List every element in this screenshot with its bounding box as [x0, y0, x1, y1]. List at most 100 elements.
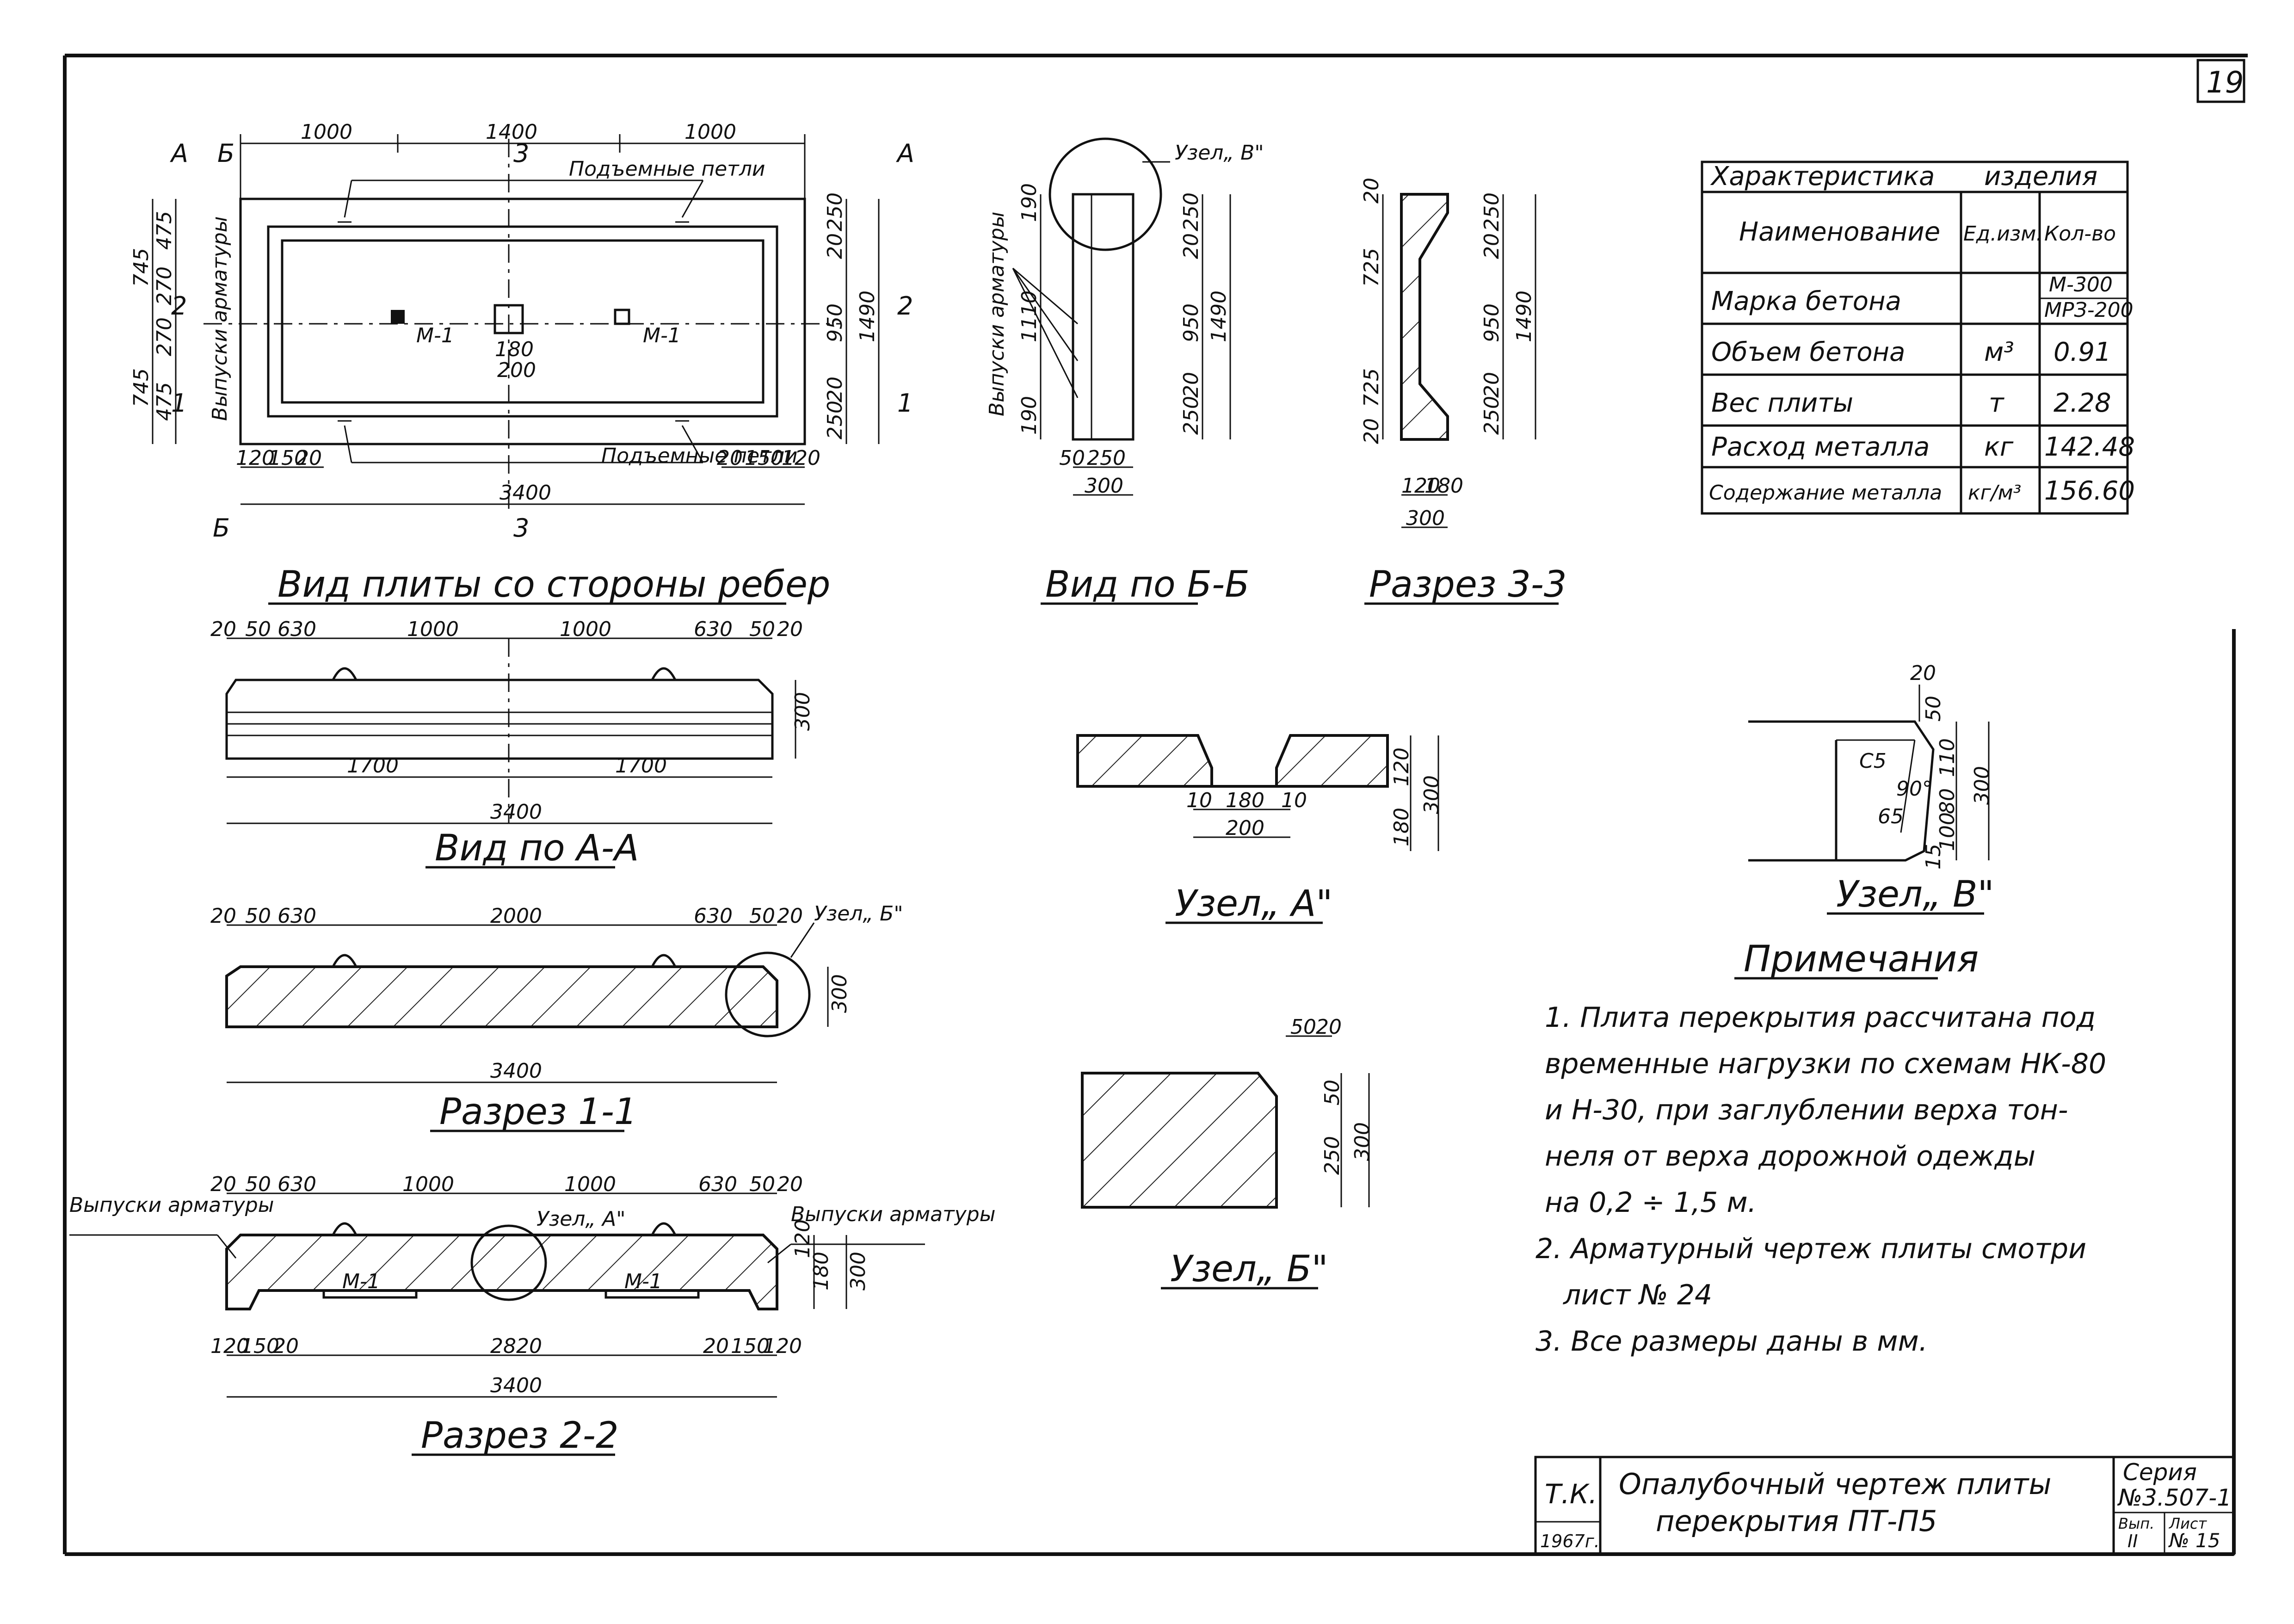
- view-aa-dim-top-3: 630: [278, 617, 316, 641]
- section-11-dim-top-2: 50: [245, 904, 271, 928]
- plan-dim-bl-3: 20: [296, 446, 322, 470]
- title-line-1: Опалубочный чертеж плиты: [1619, 1467, 2051, 1501]
- view-aa: 20 50 630 1000 1000 630 50 20 300 1700 1…: [210, 617, 814, 869]
- plan-embed-dim-a: 180: [495, 338, 534, 361]
- node-v-dim-5: 65: [1878, 805, 1904, 828]
- table-row5-name: Содержание металла: [1709, 481, 1942, 505]
- table-title-right: изделия: [1984, 161, 2097, 191]
- section-22-rebar-left: Выпуски арматуры: [69, 1193, 274, 1217]
- section-22-dim-right-2: 180: [809, 1252, 833, 1291]
- section-11-dim-top-7: 20: [777, 904, 803, 928]
- view-aa-dim-mid-1: 1700: [347, 754, 399, 778]
- table-row2-unit: м³: [1984, 337, 2014, 367]
- table-row5-value: 156.60: [2044, 476, 2135, 506]
- title-sheet-value: № 15: [2168, 1529, 2220, 1552]
- notes-line-2: временные нагрузки по схемам НК-80: [1545, 1048, 2106, 1080]
- view-aa-caption: Вид по А-А: [435, 827, 639, 869]
- view-aa-height: 300: [791, 692, 814, 731]
- notes-line-5: на 0,2 ÷ 1,5 м.: [1545, 1186, 1757, 1219]
- table-row4-value: 142.48: [2044, 432, 2135, 462]
- plan-dim-right-6: 1490: [856, 290, 879, 342]
- section-22-dim-top-6: 630: [698, 1173, 737, 1196]
- plan-dim-right-5: 250: [823, 401, 847, 439]
- plan-dim-bl-1: 120: [236, 446, 275, 470]
- table-row2-value: 0.91: [2054, 337, 2111, 367]
- node-b-dim-2: 20: [1316, 1015, 1342, 1039]
- notes-line-1: 1. Плита перекрытия рассчитана под: [1545, 1001, 2096, 1034]
- view-bb-dim-bottom-2: 250: [1087, 446, 1126, 470]
- section-22: Узел„ А" М-1 М-1 Выпуски арматуры Выпуск…: [69, 1173, 995, 1457]
- node-a: 10 180 10 200 120 180 300 Узел„ А": [1076, 734, 1443, 925]
- plan-mark-1-right: 1: [897, 389, 913, 418]
- view-aa-dim-top-7: 50: [749, 617, 775, 641]
- table-row5-unit: кг/м³: [1968, 481, 2021, 505]
- section-33-profile: [1400, 193, 1449, 441]
- table-row2-name: Объем бетона: [1711, 337, 1905, 367]
- section-33-dim-right-5: 250: [1480, 396, 1504, 435]
- view-aa-dim-mid-2: 1700: [615, 754, 667, 778]
- title-sheet-label: Лист: [2169, 1515, 2207, 1532]
- table-row3-value: 2.28: [2054, 388, 2111, 418]
- section-22-embed-right: М-1: [624, 1270, 662, 1293]
- node-b-dim-3: 50: [1320, 1080, 1344, 1105]
- section-22-caption: Разрез 2-2: [421, 1415, 618, 1457]
- node-v-dim-6: 110: [1936, 738, 1959, 777]
- table-row1-value2: МРЗ-200: [2044, 298, 2134, 322]
- view-bb-dim-right-1: 250: [1179, 192, 1203, 231]
- section-22-node-label: Узел„ А": [536, 1207, 626, 1231]
- table-row3-name: Вес плиты: [1711, 388, 1853, 418]
- section-22-dim-top-2: 50: [245, 1173, 271, 1196]
- plan-dim-left-1: 745: [130, 248, 153, 287]
- sheet-number: 19: [2206, 66, 2244, 100]
- section-33-dim-left-2: 725: [1360, 248, 1383, 287]
- notes-line-6: 2. Арматурный чертеж плиты смотри: [1536, 1233, 2086, 1265]
- section-33-dim-left-1: 20: [1360, 178, 1383, 204]
- section-33-dim-bottom-3: 300: [1406, 506, 1445, 530]
- section-22-dim-bottom-5: 20: [703, 1334, 729, 1358]
- view-bb-dim-right-2: 20: [1179, 233, 1203, 259]
- section-22-dim-bottom-6: 150: [731, 1334, 770, 1358]
- plan-mark-a-right: А: [896, 139, 914, 168]
- section-33-dim-bottom-2: 180: [1424, 474, 1463, 498]
- plan-total-length: 3400: [500, 481, 551, 505]
- section-33-dim-bottom-1: 120: [1401, 474, 1440, 498]
- title-org: Т.К.: [1545, 1478, 1597, 1510]
- section-22-dim-top-5: 1000: [564, 1173, 616, 1196]
- plan-dim-br-3: 120: [782, 446, 820, 470]
- node-v-dim-9: 15: [1922, 844, 1945, 870]
- section-11-dim-top-3: 630: [278, 904, 316, 928]
- section-22-dim-top-1: 20: [210, 1173, 236, 1196]
- notes-line-8: 3. Все размеры даны в мм.: [1536, 1325, 1928, 1358]
- title-series-label: Серия: [2123, 1459, 2197, 1486]
- section-22-dim-bottom-3: 20: [273, 1334, 299, 1358]
- section-22-rebar-right: Выпуски арматуры: [791, 1203, 995, 1226]
- node-a-dim-1: 10: [1186, 789, 1212, 812]
- view-bb-node-v-circle: [1048, 137, 1162, 251]
- title-series-value: №3.507-1: [2117, 1484, 2232, 1511]
- plan-rebar-outlets-label: Выпуски арматуры: [208, 216, 232, 421]
- node-v-dim-8: 100: [1936, 812, 1959, 851]
- plan-dim-right-4: 20: [823, 377, 847, 402]
- section-33-dim-left-4: 20: [1360, 418, 1383, 444]
- node-b-dim-4: 250: [1320, 1136, 1344, 1175]
- plan-dim-top-1: 1000: [301, 120, 352, 144]
- section-33: 20 725 725 20 250 20 950 20 250 1490 120…: [1360, 178, 1566, 605]
- node-v-caption: Узел„ В": [1836, 874, 1994, 915]
- section-22-total: 3400: [490, 1374, 542, 1397]
- table-title-left: Характеристика: [1710, 161, 1935, 191]
- node-v-dim-2: 50: [1922, 696, 1945, 722]
- section-22-dim-bottom-2: 150: [240, 1334, 279, 1358]
- node-v: 20 50 C5 90° 65 110 80 100 15 300 Узел„ …: [1748, 661, 1994, 915]
- plan-dim-br-1: 20: [717, 446, 743, 470]
- section-33-dim-right-3: 950: [1480, 303, 1504, 342]
- section-22-dim-bottom-7: 120: [763, 1334, 802, 1358]
- embed-plate-right: [614, 309, 630, 325]
- plan-dim-left-4: 270: [153, 266, 176, 305]
- section-11-node-b-circle: [725, 951, 811, 1037]
- node-v-dim-1: 20: [1910, 661, 1936, 685]
- view-bb-dim-bottom-1: 50: [1059, 446, 1085, 470]
- section-11-height: 300: [828, 974, 851, 1013]
- embed-plate-center: [493, 304, 524, 334]
